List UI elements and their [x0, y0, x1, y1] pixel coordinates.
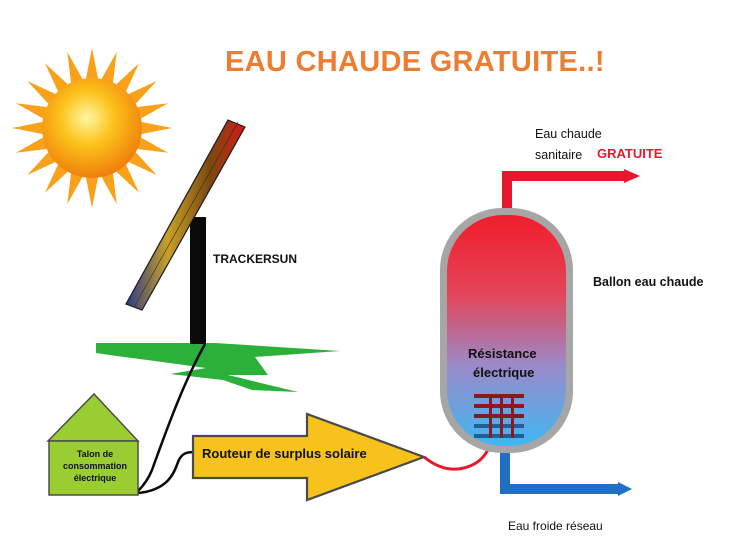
hot-water-pipe — [502, 171, 626, 213]
hot-water-label-line1: Eau chaude — [535, 127, 602, 141]
sun-ray — [137, 103, 169, 119]
cable-house-to-router — [137, 450, 197, 495]
tracker-label: TRACKERSUN — [213, 252, 297, 266]
hot-water-free-label: GRATUITE — [597, 146, 663, 161]
router-arrow — [191, 412, 428, 502]
sun-ray — [15, 103, 47, 119]
house-label-line1: Talon de — [76, 449, 114, 459]
sun-ray — [86, 48, 98, 79]
sun-ray — [101, 51, 117, 83]
hot-water-label-line2: sanitaire — [535, 148, 583, 162]
cold-water-label: Eau froide réseau — [508, 519, 603, 533]
tank-label: Ballon eau chaude — [593, 275, 704, 289]
lightning-bolt-icon — [96, 343, 340, 392]
resistance-label-line2: électrique — [473, 365, 535, 380]
house-icon — [46, 392, 140, 496]
sun-ray — [67, 51, 83, 83]
cable-pole-to-house — [137, 343, 207, 492]
house-label-line3: électrique — [73, 473, 117, 483]
house-label: Talon de consommation électrique — [52, 448, 138, 484]
sun-ray — [101, 173, 117, 205]
sun-ray — [27, 81, 56, 104]
house-label-line2: consommation — [62, 461, 127, 471]
sun-ray — [128, 152, 157, 175]
sun-icon — [12, 48, 172, 208]
sun-ray — [116, 63, 139, 92]
sun-ray — [15, 137, 47, 153]
resistance-label-line1: Résistance — [468, 346, 537, 361]
hot-water-pipe-arrow — [624, 169, 640, 183]
sun-ray — [116, 164, 139, 193]
sun-ray — [137, 137, 169, 153]
sun-ray — [27, 152, 56, 175]
page-title: EAU CHAUDE GRATUITE..! — [225, 46, 605, 78]
router-label: Routeur de surplus solaire — [202, 446, 367, 461]
tracker-pole — [190, 217, 206, 344]
sun-ray — [141, 122, 172, 134]
sun-ray — [128, 81, 157, 104]
sun-ray — [45, 63, 68, 92]
sun-ray — [86, 177, 98, 208]
cold-water-pipe-arrow — [618, 482, 632, 496]
sun-ray — [45, 164, 68, 193]
solar-panel-icon — [125, 119, 246, 311]
resistance-element — [474, 394, 524, 438]
water-heater-tank-icon — [440, 208, 573, 453]
sun-ray — [67, 173, 83, 205]
cold-water-pipe — [500, 444, 620, 494]
sun-ray — [12, 122, 43, 134]
